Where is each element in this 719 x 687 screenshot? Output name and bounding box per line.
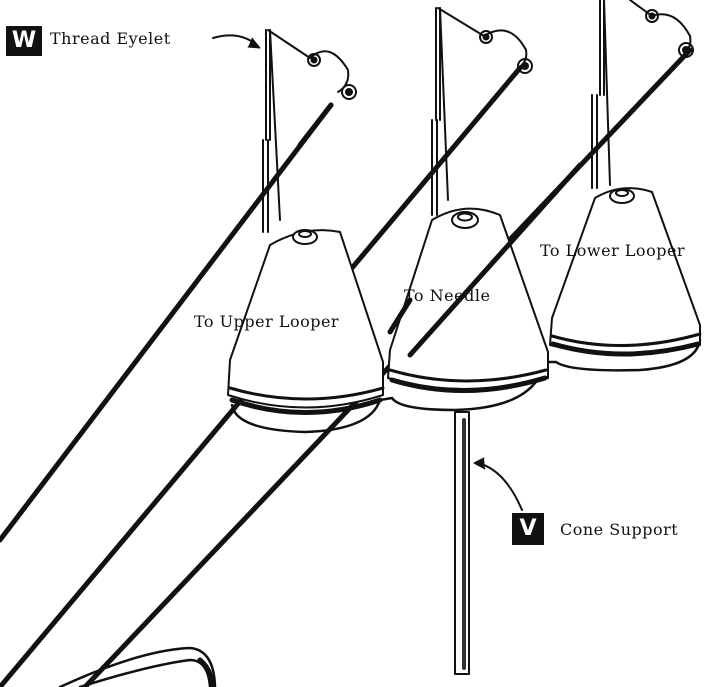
- to-needle-label: To Needle: [404, 286, 490, 305]
- to-upper-looper-label: To Upper Looper: [194, 312, 339, 331]
- thread-guide-pole-right: [592, 0, 690, 188]
- thread-guide-pole-left: [263, 30, 348, 232]
- base-frame-fragment: [60, 648, 215, 687]
- thread-cone-lower-looper: [550, 188, 700, 354]
- cone-support-arrow: [478, 463, 522, 510]
- thread-guide-pole-middle: [432, 8, 526, 215]
- thread-eyelet-right: [646, 10, 693, 57]
- w-badge: W: [6, 26, 42, 56]
- cone-support-rod: [455, 412, 469, 674]
- to-lower-looper-label: To Lower Looper: [540, 241, 685, 260]
- thread-eyelet-label: Thread Eyelet: [50, 29, 171, 48]
- v-badge: V: [512, 513, 544, 545]
- thread-line-right: [85, 50, 690, 687]
- thread-eyelet-middle: [480, 31, 532, 73]
- cone-support-label: Cone Support: [560, 520, 678, 539]
